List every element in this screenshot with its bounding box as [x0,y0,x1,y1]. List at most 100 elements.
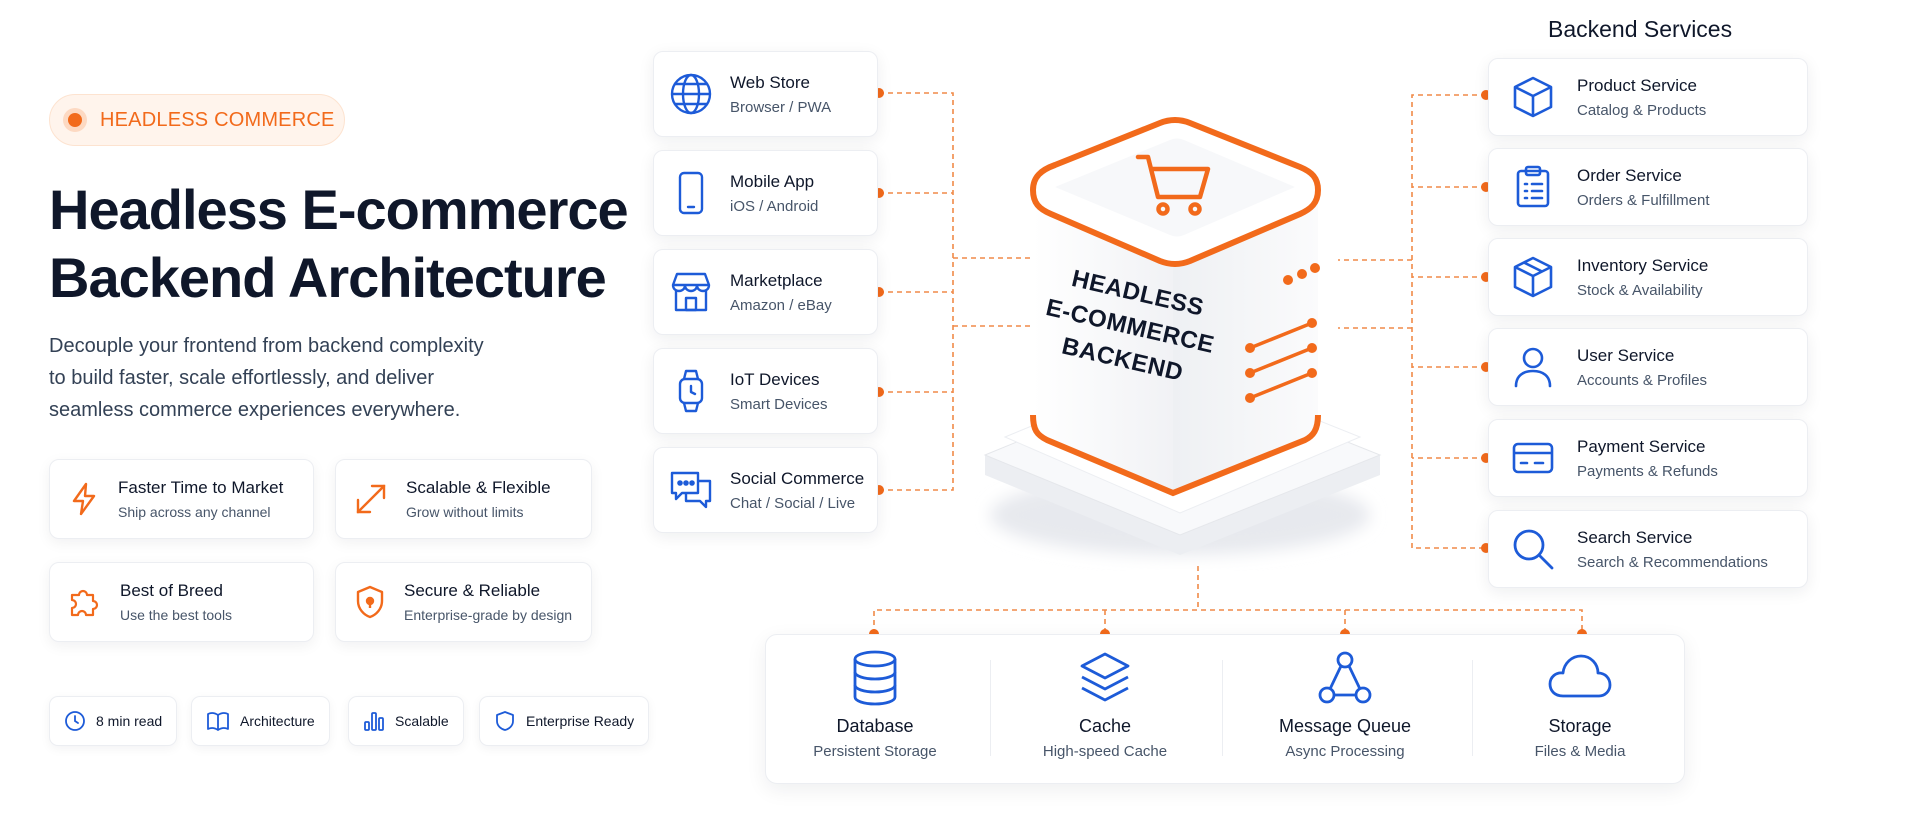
service-title: User Service [1577,345,1675,365]
client-title: IoT Devices [730,369,820,389]
layers-icon [1080,652,1130,702]
service-title: Search Service [1577,527,1693,547]
infra-storage: Storage Files & Media [1465,650,1695,770]
feature-title: Faster Time to Market [118,478,284,497]
box-icon [1513,76,1553,118]
headless-backend-cube [983,117,1382,555]
subtitle-line-3: seamless commerce experiences everywhere… [49,399,461,421]
title-line-2: Backend Architecture [49,246,607,309]
service-title: Order Service [1577,165,1682,185]
client-marketplace: Marketplace Amazon / eBay [653,249,878,335]
search-icon [1513,529,1554,570]
service-product: Product Service Catalog & Products [1488,58,1808,136]
client-web-store: Web Store Browser / PWA [653,51,878,137]
client-desc: Amazon / eBay [730,296,832,314]
feature-desc: Ship across any channel [118,504,271,520]
client-title: Social Commerce [730,468,865,488]
client-desc: Chat / Social / Live [730,494,856,512]
chip-scalable: Scalable [348,696,464,746]
client-mobile-app: Mobile App iOS / Android [653,150,878,236]
service-title: Product Service [1577,75,1697,95]
client-desc: Browser / PWA [730,98,832,116]
client-iot-devices: IoT Devices Smart Devices [653,348,878,434]
divider [1222,660,1223,756]
infra-title: Database [836,716,914,736]
storefront-icon [671,272,711,312]
service-search: Search Service Search & Recommendations [1488,510,1808,588]
smartwatch-icon [678,369,704,413]
shield-outline-icon [496,711,514,731]
service-user: User Service Accounts & Profiles [1488,328,1808,406]
clipboard-list-icon [1516,165,1550,208]
user-icon [1514,347,1552,388]
service-desc: Orders & Fulfillment [1577,191,1710,209]
infra-database: Database Persistent Storage [760,650,990,770]
client-desc: iOS / Android [730,197,819,215]
database-icon [853,650,897,706]
clock-icon [65,711,85,731]
feature-secure-reliable: Secure & Reliable Enterprise-grade by de… [335,562,592,642]
subtitle-line-2: to build faster, scale effortlessly, and… [49,367,435,389]
bar-chart-icon [364,712,384,731]
package-icon [1513,256,1553,298]
feature-desc: Grow without limits [406,504,524,520]
service-desc: Search & Recommendations [1577,553,1768,571]
lightning-icon [72,482,96,516]
service-order: Order Service Orders & Fulfillment [1488,148,1808,226]
client-title: Web Store [730,72,811,92]
smartphone-icon [678,171,704,215]
chip-enterprise-ready: Enterprise Ready [479,696,650,746]
chip-label: Enterprise Ready [526,713,635,729]
feature-desc: Enterprise-grade by design [404,607,573,623]
infra-desc: Async Processing [1285,743,1405,760]
client-social-commerce: Social Commerce Chat / Social / Live [653,447,878,533]
badge-label: HEADLESS COMMERCE [100,108,335,131]
feature-faster-time-to-market: Faster Time to Market Ship across any ch… [49,459,314,539]
infra-title: Storage [1548,716,1612,736]
infra-cache: Cache High-speed Cache [990,650,1220,770]
infra-title: Cache [1078,716,1132,736]
service-desc: Stock & Availability [1577,281,1703,299]
services-heading: Backend Services [1548,16,1733,42]
shield-icon [356,585,384,619]
badge-dot [68,113,82,127]
feature-scalable-flexible: Scalable & Flexible Grow without limits [335,459,592,539]
infra-title: Message Queue [1278,716,1412,736]
service-payment: Payment Service Payments & Refunds [1488,419,1808,497]
category-badge: HEADLESS COMMERCE [49,94,345,146]
title-line-1: Headless E-commerce [49,178,629,241]
network-icon [1318,651,1372,704]
service-desc: Catalog & Products [1577,101,1707,119]
infra-message-queue: Message Queue Async Processing [1230,650,1460,770]
client-title: Mobile App [730,171,815,191]
service-title: Inventory Service [1577,255,1709,275]
feature-desc: Use the best tools [120,607,233,623]
expand-arrows-icon [356,484,386,514]
chip-label: 8 min read [96,713,163,729]
service-title: Payment Service [1577,436,1706,456]
page-subtitle: Decouple your frontend from backend comp… [49,330,529,426]
chip-architecture: Architecture [191,696,330,746]
divider [990,660,991,756]
chat-bubbles-icon [670,471,712,509]
puzzle-icon [70,589,99,617]
divider [1472,660,1473,756]
chip-read-time: 8 min read [49,696,178,746]
service-inventory: Inventory Service Stock & Availability [1488,238,1808,316]
book-icon [207,712,229,731]
subtitle-line-1: Decouple your frontend from backend comp… [49,335,484,357]
service-desc: Payments & Refunds [1577,462,1718,480]
feature-title: Secure & Reliable [404,581,541,600]
feature-best-of-breed: Best of Breed Use the best tools [49,562,314,642]
chip-label: Scalable [395,713,449,729]
credit-card-icon [1512,442,1554,474]
client-title: Marketplace [730,270,823,290]
client-desc: Smart Devices [730,395,828,413]
cloud-icon [1548,654,1612,698]
infra-desc: Persistent Storage [813,743,937,760]
infrastructure-panel [765,634,1685,784]
infra-desc: High-speed Cache [1042,743,1168,760]
feature-title: Scalable & Flexible [406,478,551,497]
shopping-cart-icon [1135,154,1211,216]
feature-title: Best of Breed [120,581,224,600]
